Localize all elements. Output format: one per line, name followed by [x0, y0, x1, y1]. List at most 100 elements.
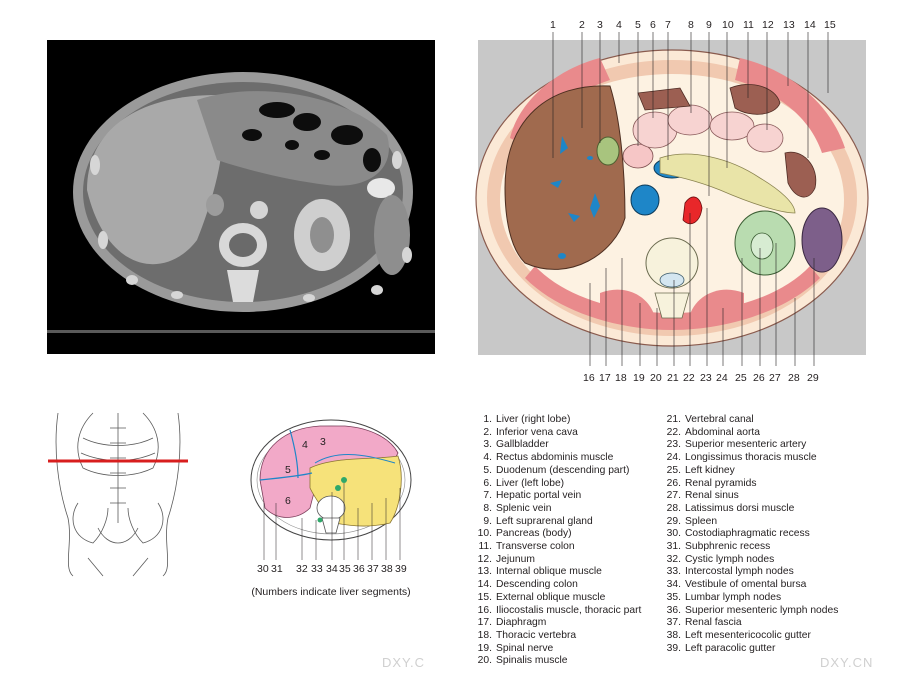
legend-item: 9.Left suprarenal gland [472, 516, 641, 529]
legend-text: Transverse colon [496, 541, 575, 553]
legend-text: Left kidney [685, 464, 735, 476]
seg-bottom-label-38: 38 [381, 563, 393, 575]
segment-leader-lines [263, 483, 401, 560]
bottom-label-25: 25 [735, 372, 747, 384]
legend-item: 21.Vertebral canal [661, 414, 838, 427]
legend-item: 22. Abdominal aorta [661, 427, 838, 440]
top-label-13: 13 [783, 19, 795, 31]
top-label-4: 4 [616, 19, 622, 31]
torso-drawing [48, 412, 188, 577]
legend-number: 34. [666, 579, 681, 591]
legend-text: Diaphragm [496, 617, 547, 629]
legend-number: 37. [666, 617, 681, 629]
legend-item: 10.Pancreas (body) [472, 528, 641, 541]
legend-number: 33. [666, 566, 681, 578]
legend-text: Left mesentericocolic gutter [685, 629, 811, 641]
legend-item: 5.Duodenum (descending part) [472, 465, 641, 478]
watermark-left: DXY.C [382, 655, 426, 670]
segment-label-6: 6 [285, 495, 291, 507]
segment-caption: (Numbers indicate liver segments) [251, 586, 411, 598]
legend-text: Abdominal aorta [685, 426, 760, 438]
legend-item: 38. Left mesentericocolic gutter [661, 630, 838, 643]
bottom-label-28: 28 [788, 372, 800, 384]
legend-number: 23. [666, 439, 681, 451]
segment-label-4: 4 [302, 439, 308, 451]
legend-number: 3. [483, 439, 492, 451]
legend-number: 29. [666, 515, 681, 527]
legend-number: 26. [666, 477, 681, 489]
legend-number: 15. [477, 591, 492, 603]
top-label-3: 3 [597, 19, 603, 31]
legend-number: 2. [483, 426, 492, 438]
seg-bottom-label-36: 36 [353, 563, 365, 575]
legend-item: 12.Jejunum [472, 554, 641, 567]
legend-number: 36. [666, 604, 681, 616]
legend-text: Hepatic portal vein [496, 490, 582, 502]
bottom-label-22: 22 [683, 372, 695, 384]
top-label-2: 2 [579, 19, 585, 31]
top-label-14: 14 [804, 19, 816, 31]
legend-text: Cystic lymph nodes [685, 553, 775, 565]
legend-number: 25. [666, 464, 681, 476]
legend-number: 19. [477, 642, 492, 654]
legend-number: 1. [483, 414, 492, 425]
legend-text: Renal fascia [685, 617, 742, 629]
legend-item: 37. Renal fascia [661, 617, 838, 630]
legend-item: 16.Iliocostalis muscle, thoracic part [472, 604, 642, 618]
ct-scan-image [47, 40, 435, 354]
legend-number: 5. [483, 464, 492, 476]
watermark-right: DXY.CN [820, 655, 874, 670]
legend-number: 22. [666, 426, 681, 438]
legend-item: 30. Costodiaphragmatic recess [661, 528, 838, 541]
bottom-label-27: 27 [769, 372, 781, 384]
legend-text: Superior mesenteric lymph nodes [685, 604, 839, 616]
top-label-5: 5 [635, 19, 641, 31]
legend-item: 39.Left paracolic gutter [661, 643, 838, 656]
legend-number: 14. [477, 579, 492, 591]
bottom-label-19: 19 [633, 372, 645, 384]
legend-number: 8. [483, 502, 492, 514]
legend-number: 17. [477, 617, 492, 629]
legend-item: 1. Liver (right lobe) [472, 414, 641, 427]
legend-text: Inferior vena cava [496, 426, 578, 438]
bottom-leader-lines [589, 208, 815, 366]
legend-text: Pancreas (body) [496, 528, 572, 540]
legend-number: 16. [477, 604, 492, 616]
legend-item: 33.Intercostal lymph nodes [661, 566, 838, 579]
legend-number: 12. [477, 553, 492, 565]
legend-item: 36. Superior mesenteric lymph nodes [661, 604, 839, 618]
legend-number: 38. [666, 629, 681, 641]
legend-number: 28. [666, 502, 681, 514]
legend-item: 20.Spinalis muscle [472, 655, 641, 668]
top-label-1: 1 [550, 19, 556, 31]
legend-number: 9. [483, 515, 492, 527]
bottom-label-18: 18 [615, 372, 627, 384]
legend-text: External oblique muscle [496, 591, 606, 603]
legend-item: 4.Rectus abdominis muscle [472, 452, 641, 465]
legend-item: 14.Descending colon [472, 579, 641, 592]
legend-text: Liver (right lobe) [496, 414, 571, 425]
bottom-number-labels: 16 17 18 19 20 21 22 23 24 25 26 27 28 2… [583, 372, 819, 384]
torso-section-diagram [48, 408, 208, 578]
legend-text: Vertebral canal [685, 414, 754, 425]
seg-bottom-label-35: 35 [339, 563, 351, 575]
legend-text: Renal pyramids [685, 477, 757, 489]
segment-label-3: 3 [320, 436, 326, 448]
bottom-label-16: 16 [583, 372, 595, 384]
legend-text: Costodiaphragmatic recess [685, 528, 810, 540]
legend-number: 30. [666, 528, 681, 540]
legend-text: Left paracolic gutter [685, 642, 776, 654]
legend-item: 19.Spinal nerve [472, 643, 641, 656]
legend-text: Gallbladder [496, 439, 549, 451]
legend-column-left: 1. Liver (right lobe) 2. Inferior vena cava… [472, 414, 642, 668]
legend-number: 27. [666, 490, 681, 502]
legend-item: 27.Renal sinus [661, 490, 838, 503]
bottom-label-29: 29 [807, 372, 819, 384]
seg-bottom-label-30: 30 [257, 563, 269, 575]
legend-text: Internal oblique muscle [496, 566, 602, 578]
legend-number: 31. [666, 541, 681, 553]
top-label-8: 8 [688, 19, 694, 31]
legend-item: 28.Latissimus dorsi muscle [661, 503, 838, 516]
legend-number: 32. [666, 553, 681, 565]
